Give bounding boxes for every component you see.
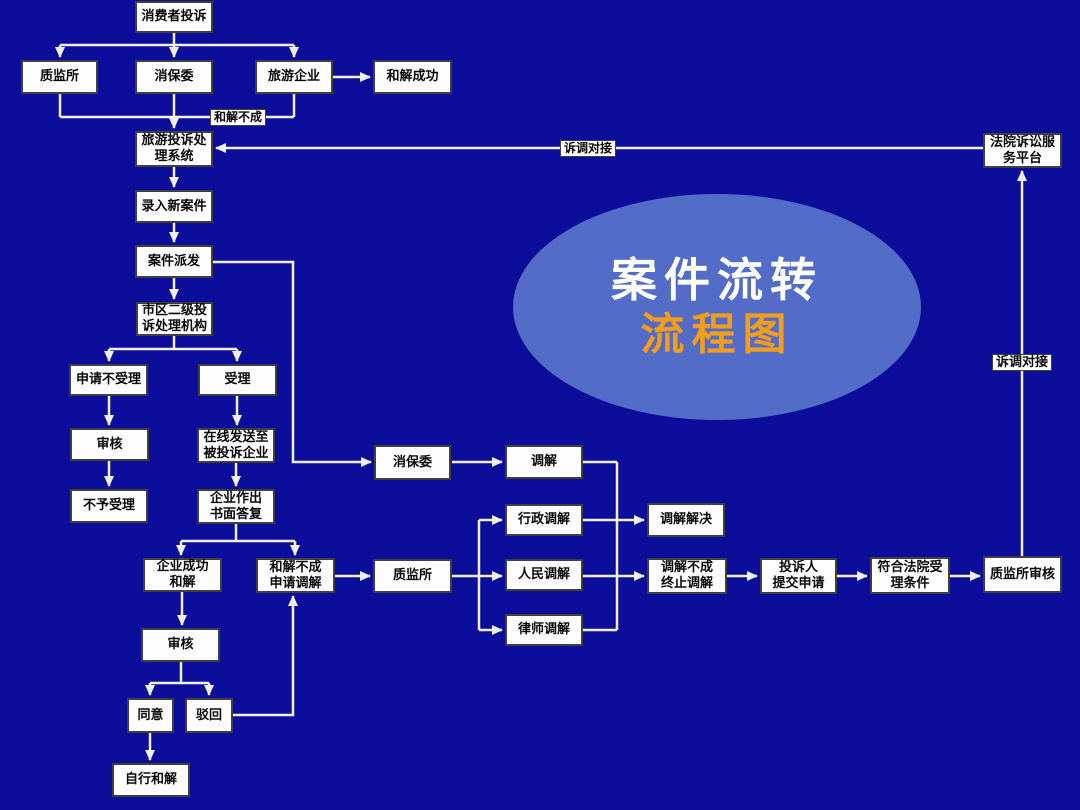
node-lawyer-mediation: 律师调解 bbox=[505, 614, 583, 646]
node-complainant-submit-application: 投诉人 提交申请 bbox=[760, 558, 837, 594]
node-mediation-fail-terminate: 调解不成 终止调解 bbox=[647, 558, 727, 594]
node-new-case-entry: 录入新案件 bbox=[135, 190, 213, 223]
node-review-2: 审核 bbox=[141, 628, 220, 662]
node-administrative-mediation: 行政调解 bbox=[505, 504, 583, 536]
node-self-reconciliation: 自行和解 bbox=[112, 763, 190, 797]
node-consumer-council-2: 消保委 bbox=[374, 445, 451, 480]
node-reconciliation-success: 和解成功 bbox=[373, 60, 452, 94]
node-case-dispatch: 案件派发 bbox=[135, 245, 213, 278]
node-application-not-accepted: 申请不受理 bbox=[69, 364, 148, 396]
edge-label-litigation-link-top: 诉调对接 bbox=[560, 140, 617, 157]
node-company-written-reply: 企业作出 书面答复 bbox=[197, 489, 275, 524]
node-agree: 同意 bbox=[127, 698, 174, 733]
node-reconcile-fail-apply-mediation: 和解不成 申请调解 bbox=[256, 558, 335, 593]
node-not-accepted: 不予受理 bbox=[70, 489, 148, 523]
node-travel-company: 旅游企业 bbox=[255, 60, 333, 94]
node-review-1: 审核 bbox=[70, 428, 149, 461]
node-consumer-complaint: 消费者投诉 bbox=[135, 1, 213, 33]
edge-label-litigation-link-right: 诉调对接 bbox=[992, 354, 1053, 371]
node-online-send-to-company: 在线发送至 被投诉企业 bbox=[197, 428, 275, 463]
page-title: 案件流转 bbox=[611, 253, 823, 307]
node-mediation-resolved: 调解解决 bbox=[647, 503, 725, 537]
node-quality-supervision-office-2: 质监所 bbox=[373, 559, 452, 593]
edge-label-reconcile-fail: 和解不成 bbox=[210, 109, 267, 126]
node-quality-office-review: 质监所审核 bbox=[983, 556, 1062, 593]
node-people-mediation: 人民调解 bbox=[505, 559, 583, 591]
node-quality-supervision-office-1: 质监所 bbox=[21, 60, 98, 94]
page-subtitle: 流程图 bbox=[640, 309, 794, 360]
node-city-district-agencies: 市区二级投 诉处理机构 bbox=[136, 302, 213, 336]
node-reject: 驳回 bbox=[185, 698, 233, 733]
node-court-acceptance-conditions: 符合法院受 理条件 bbox=[870, 557, 950, 594]
node-accepted: 受理 bbox=[198, 364, 277, 396]
node-tourism-complaint-system: 旅游投诉处 理系统 bbox=[135, 131, 213, 167]
node-consumer-council-1: 消保委 bbox=[135, 60, 213, 94]
node-court-litigation-platform: 法院诉讼服 务平台 bbox=[983, 133, 1062, 168]
node-company-reconciliation-success: 企业成功 和解 bbox=[143, 558, 222, 592]
node-mediation: 调解 bbox=[505, 445, 583, 479]
title-ellipse: 案件流转 流程图 bbox=[513, 194, 921, 420]
